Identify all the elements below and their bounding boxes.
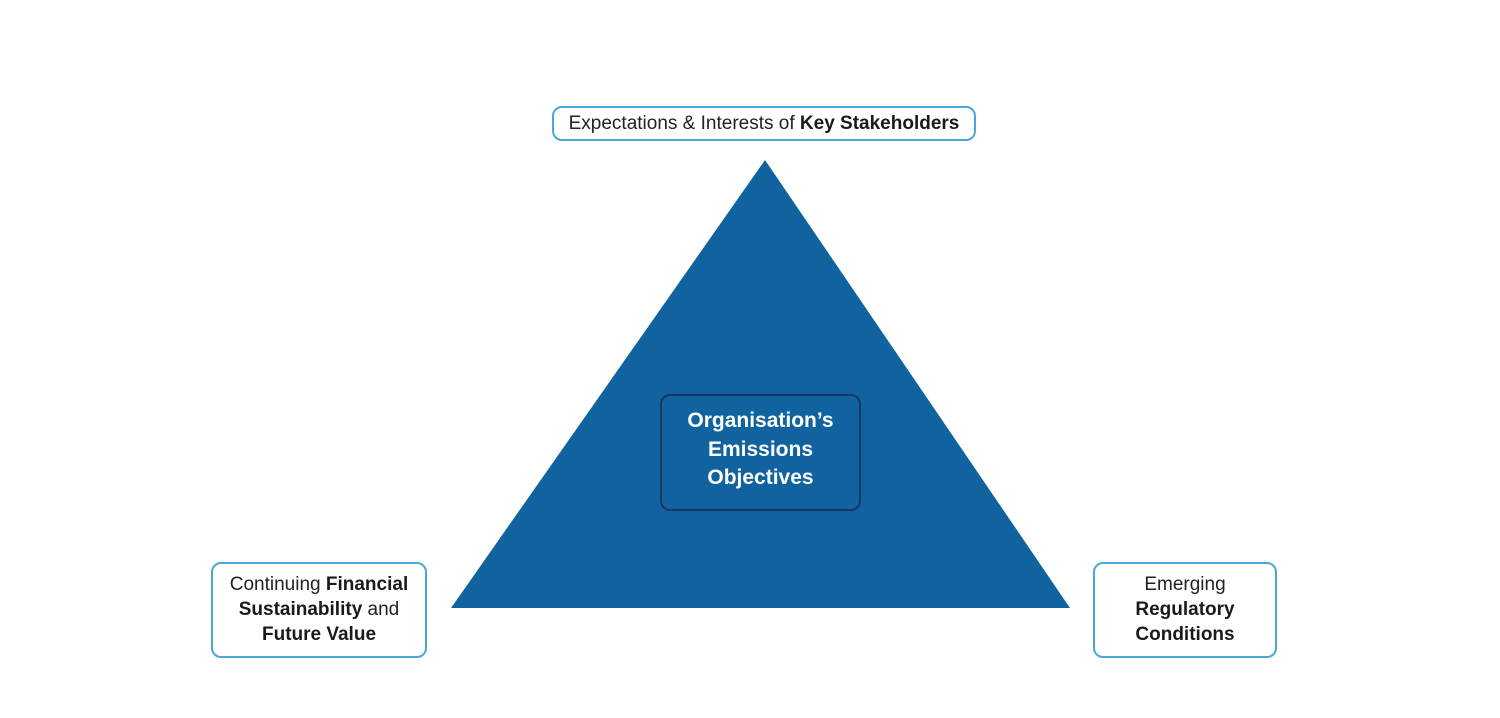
right-text-1: Emerging — [1144, 574, 1226, 595]
left-bold-2: Sustainability — [238, 599, 363, 620]
stakeholders-box: Expectations & Interests of Key Stakehol… — [552, 106, 976, 141]
left-bold-3: Future Value — [261, 624, 377, 645]
center-line-2: Emissions — [707, 437, 814, 461]
triangle-shape — [451, 160, 1070, 608]
regulatory-conditions-box: Emerging Regulatory Conditions — [1093, 562, 1277, 658]
stakeholders-bold: Key Stakeholders — [799, 113, 960, 134]
emissions-objectives-box: Organisation’s Emissions Objectives — [660, 394, 861, 511]
center-line-3: Objectives — [707, 466, 814, 489]
stakeholders-text: Expectations & Interests of — [568, 113, 800, 134]
left-bold-1: Financial — [325, 574, 409, 595]
left-text-1: Continuing — [229, 574, 326, 595]
financial-sustainability-box: Continuing Financial Sustainability and … — [211, 562, 427, 658]
center-line-1: Organisation’s — [687, 409, 834, 432]
left-text-2: and — [362, 599, 400, 620]
right-bold-1: Regulatory — [1135, 599, 1235, 620]
right-bold-2: Conditions — [1135, 624, 1235, 645]
